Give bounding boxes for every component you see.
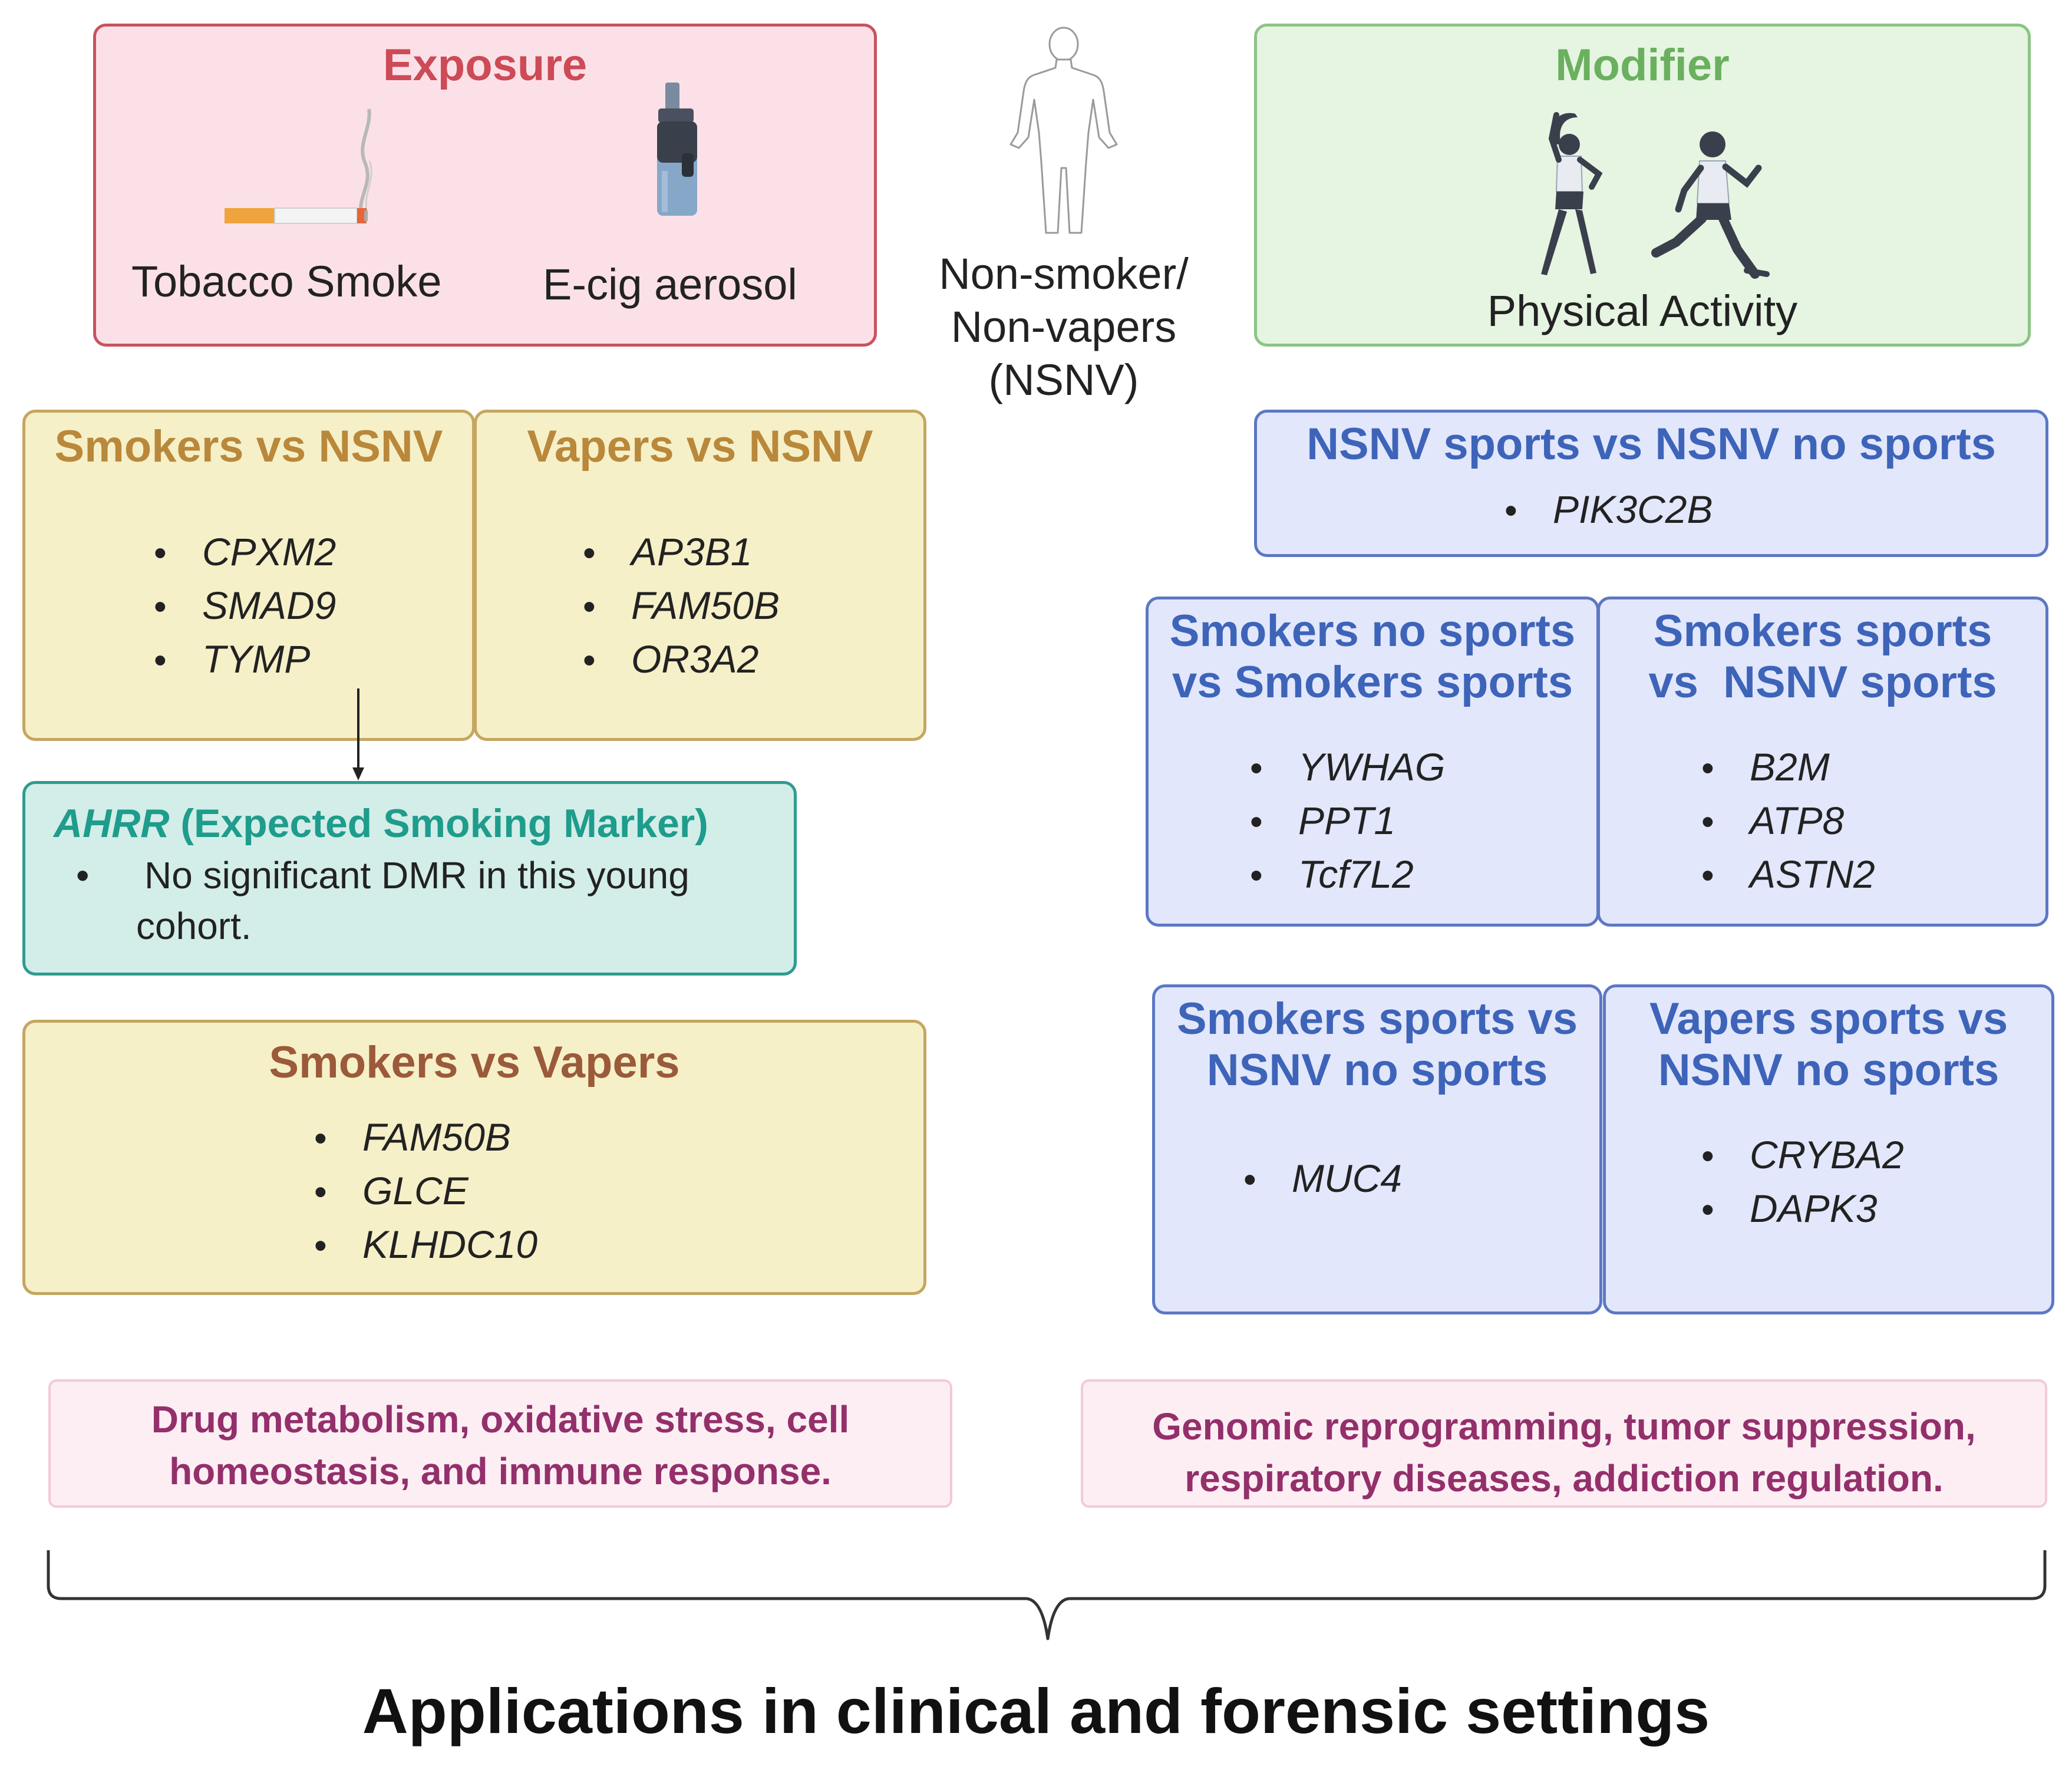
- nsnv-sports-box: NSNV sports vs NSNV no sports PIK3C2B: [1254, 410, 2048, 557]
- smokers-sports-vs-nsnv-no-sports-title: Smokers sports vs NSNV no sports: [1155, 993, 1599, 1096]
- gene-item: OR3A2: [583, 633, 780, 687]
- smokers-sports-title: Smokers sports vs NSNV sports: [1600, 605, 2045, 709]
- smokers-no-sports-genes: YWHAG PPT1 Tcf7L2: [1250, 741, 1445, 902]
- app-line: Genomic reprogramming, tumor suppression…: [1152, 1405, 1976, 1448]
- vapers-sports-box: Vapers sports vs NSNV no sports CRYBA2 D…: [1603, 984, 2054, 1314]
- modifier-panel: Modifier Physical Activity: [1254, 24, 2031, 347]
- gene-item: ASTN2: [1701, 848, 1875, 902]
- application-left-text: Drug metabolism, oxidative stress, cell …: [51, 1393, 950, 1497]
- nsnv-label-line-1: Non-smoker/: [939, 249, 1189, 298]
- ahrr-title: AHRR (Expected Smoking Marker): [54, 800, 708, 846]
- exposure-item-ecig: E-cig aerosol: [543, 260, 797, 309]
- bullet-icon: •: [76, 854, 90, 897]
- title-line: NSNV no sports: [1658, 1045, 2000, 1096]
- smokers-vs-vapers-title: Smokers vs Vapers: [269, 1037, 680, 1088]
- title-line: Smokers no sports: [1169, 606, 1576, 656]
- smokers-no-sports-title: Smokers no sports vs Smokers sports: [1149, 605, 1596, 709]
- application-right-text: Genomic reprogramming, tumor suppression…: [1083, 1401, 2045, 1504]
- application-left-box: Drug metabolism, oxidative stress, cell …: [48, 1379, 952, 1508]
- human-body-icon: [1009, 27, 1118, 234]
- gene-item: AP3B1: [583, 526, 780, 579]
- gene-item: GLCE: [314, 1165, 537, 1218]
- gene-item: FAM50B: [314, 1111, 537, 1165]
- gene-item: CPXM2: [154, 526, 336, 579]
- smokers-sports-vs-nsnv-no-sports-genes: MUC4: [1243, 1152, 1402, 1206]
- ahrr-note: • No significant DMR in this young cohor…: [76, 850, 755, 951]
- application-right-box: Genomic reprogramming, tumor suppression…: [1081, 1379, 2047, 1508]
- nsnv-sports-genes: PIK3C2B: [1504, 483, 1713, 537]
- running-man-icon: [1651, 131, 1770, 279]
- gene-item: SMAD9: [154, 579, 336, 633]
- stretching-woman-icon: [1541, 112, 1603, 275]
- gene-item: KLHDC10: [314, 1218, 537, 1272]
- ahrr-box: AHRR (Expected Smoking Marker) • No sign…: [22, 781, 797, 976]
- smokers-vs-vapers-genes: FAM50B GLCE KLHDC10: [314, 1111, 537, 1272]
- vapers-sports-title: Vapers sports vs NSNV no sports: [1606, 993, 2051, 1096]
- title-line: Smokers sports: [1653, 606, 1992, 656]
- arrow-down-icon: [352, 688, 364, 780]
- gene-item: PPT1: [1250, 795, 1445, 848]
- title-line: Smokers sports vs: [1176, 994, 1578, 1044]
- gene-item: B2M: [1701, 741, 1875, 795]
- gene-item: TYMP: [154, 633, 336, 687]
- title-line: Vapers sports vs: [1649, 994, 2008, 1044]
- gene-item: MUC4: [1243, 1152, 1402, 1206]
- title-line: NSNV no sports: [1206, 1045, 1548, 1096]
- smokers-vs-vapers-box: Smokers vs Vapers FAM50B GLCE KLHDC10: [22, 1020, 926, 1295]
- smokers-no-sports-box: Smokers no sports vs Smokers sports YWHA…: [1146, 597, 1599, 927]
- vapers-vs-nsnv-box: Vapers vs NSNV AP3B1 FAM50B OR3A2: [474, 410, 926, 741]
- vapers-sports-genes: CRYBA2 DAPK3: [1701, 1129, 1904, 1236]
- gene-item: PIK3C2B: [1504, 483, 1713, 537]
- app-line: respiratory diseases, addiction regulati…: [1185, 1457, 1944, 1500]
- gene-item: FAM50B: [583, 579, 780, 633]
- gene-item: ATP8: [1701, 795, 1875, 848]
- title-line: vs Smokers sports: [1172, 657, 1573, 708]
- ahrr-title-rest: (Expected Smoking Marker): [169, 801, 708, 846]
- nsnv-label-line-2: Non-vapers: [951, 302, 1177, 351]
- gene-item: DAPK3: [1701, 1182, 1904, 1236]
- nsnv-label-line-3: (NSNV): [988, 355, 1139, 404]
- modifier-title: Modifier: [1555, 40, 1730, 90]
- smokers-vs-nsnv-title: Smokers vs NSNV: [54, 421, 443, 472]
- cigarette-icon: [225, 108, 372, 224]
- smokers-vs-nsnv-genes: CPXM2 SMAD9 TYMP: [154, 526, 336, 687]
- app-line: Drug metabolism, oxidative stress, cell: [151, 1398, 850, 1441]
- gene-item: YWHAG: [1250, 741, 1445, 795]
- vapers-vs-nsnv-genes: AP3B1 FAM50B OR3A2: [583, 526, 780, 687]
- exposure-item-tobacco: Tobacco Smoke: [131, 257, 442, 306]
- smokers-sports-genes: B2M ATP8 ASTN2: [1701, 741, 1875, 902]
- gene-item: CRYBA2: [1701, 1129, 1904, 1182]
- nsnv-label: Non-smoker/ Non-vapers (NSNV): [872, 248, 1255, 407]
- exposure-title: Exposure: [382, 40, 588, 90]
- e-cigarette-icon: [657, 83, 697, 216]
- gene-item: Tcf7L2: [1250, 848, 1445, 902]
- smokers-sports-box: Smokers sports vs NSNV sports B2M ATP8 A…: [1597, 597, 2048, 927]
- exposure-panel: Exposure Tobacco Smoke E-cig aerosol: [93, 24, 877, 347]
- vapers-vs-nsnv-title: Vapers vs NSNV: [527, 421, 873, 472]
- ahrr-gene: AHRR: [54, 801, 170, 846]
- smokers-vs-nsnv-box: Smokers vs NSNV CPXM2 SMAD9 TYMP: [22, 410, 475, 741]
- ahrr-note-text: No significant DMR in this young cohort.: [136, 854, 689, 947]
- title-line: vs NSNV sports: [1648, 657, 1997, 708]
- modifier-label: Physical Activity: [1487, 286, 1798, 335]
- app-line: homeostasis, and immune response.: [169, 1450, 832, 1492]
- applications-title: Applications in clinical and forensic se…: [362, 1675, 1710, 1747]
- smokers-sports-vs-nsnv-no-sports-box: Smokers sports vs NSNV no sports MUC4: [1152, 984, 1602, 1314]
- nsnv-sports-title: NSNV sports vs NSNV no sports: [1306, 419, 1996, 469]
